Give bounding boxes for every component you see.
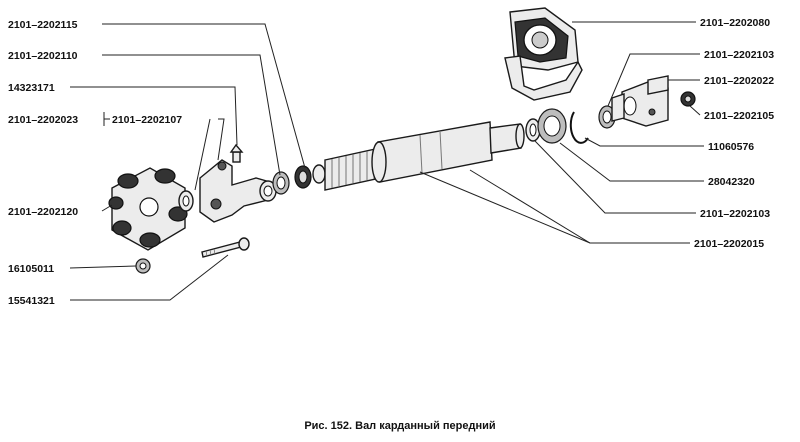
labels: 2101–2202115 2101–2202110 14323171 2101–… — [8, 17, 774, 432]
label-2202022: 2101–2202022 — [704, 75, 774, 87]
label-2202103-top: 2101–2202103 — [704, 49, 774, 61]
clamp-ring — [294, 164, 326, 189]
label-2202023: 2101–2202023 — [8, 114, 78, 126]
front-yoke — [611, 75, 669, 127]
label-11060576: 11060576 — [708, 141, 754, 153]
label-2202103-bottom: 2101–2202103 — [700, 208, 770, 220]
seal-2202110 — [272, 171, 290, 195]
leader-lines — [69, 21, 704, 301]
flexible-coupling — [108, 167, 188, 251]
label-15541321: 15541321 — [8, 295, 55, 307]
support-bracket — [504, 7, 583, 101]
label-16105011: 16105011 — [8, 263, 54, 275]
label-2202115: 2101–2202115 — [8, 19, 78, 31]
label-2202105: 2101–2202105 — [704, 110, 774, 122]
bearing-group — [525, 105, 616, 144]
seal-ring — [178, 190, 194, 212]
label-2202120: 2101–2202120 — [8, 206, 78, 218]
label-2202107: 2101–2202107 — [112, 114, 182, 126]
label-14323171: 14323171 — [8, 82, 55, 94]
label-2202080: 2101–2202080 — [700, 17, 770, 29]
label-28042320: 28042320 — [708, 176, 755, 188]
label-2202110: 2101–2202110 — [8, 50, 78, 62]
bolt-15541321 — [201, 237, 250, 258]
propeller-shaft — [324, 121, 525, 191]
label-2202015: 2101–2202015 — [694, 238, 764, 250]
nut-2202105 — [680, 91, 696, 107]
figure-caption: Рис. 152. Вал карданный передний — [304, 420, 495, 432]
flange-yoke — [199, 159, 277, 223]
nut-16105011 — [135, 258, 151, 274]
grease-fitting — [229, 143, 244, 163]
